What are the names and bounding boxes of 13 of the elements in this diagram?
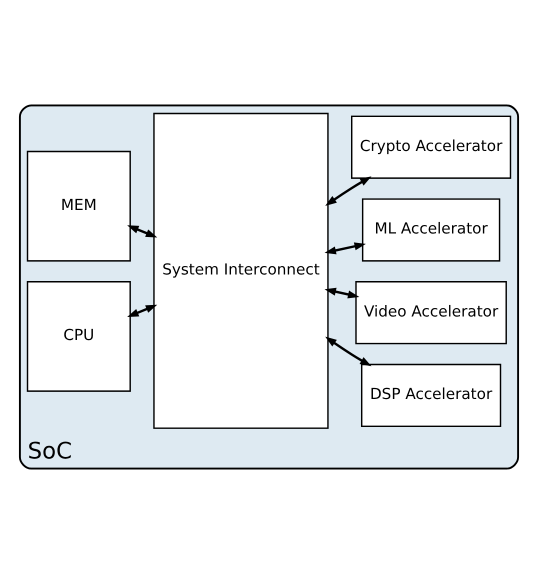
arrow (324, 287, 360, 298)
node-box: MEM (26, 150, 131, 262)
arrow (127, 304, 158, 317)
node-box: CPU (26, 280, 131, 392)
arrow (325, 176, 372, 206)
arrow (325, 336, 372, 366)
node-box: DSP Accelerator (360, 363, 502, 426)
node-box: ML Accelerator (362, 198, 500, 262)
node-box: Crypto Accelerator (351, 115, 512, 178)
node-box: System Interconnect (153, 112, 329, 428)
node-box: Video Accelerator (355, 280, 507, 344)
arrow (127, 224, 158, 237)
arrow (324, 242, 366, 254)
